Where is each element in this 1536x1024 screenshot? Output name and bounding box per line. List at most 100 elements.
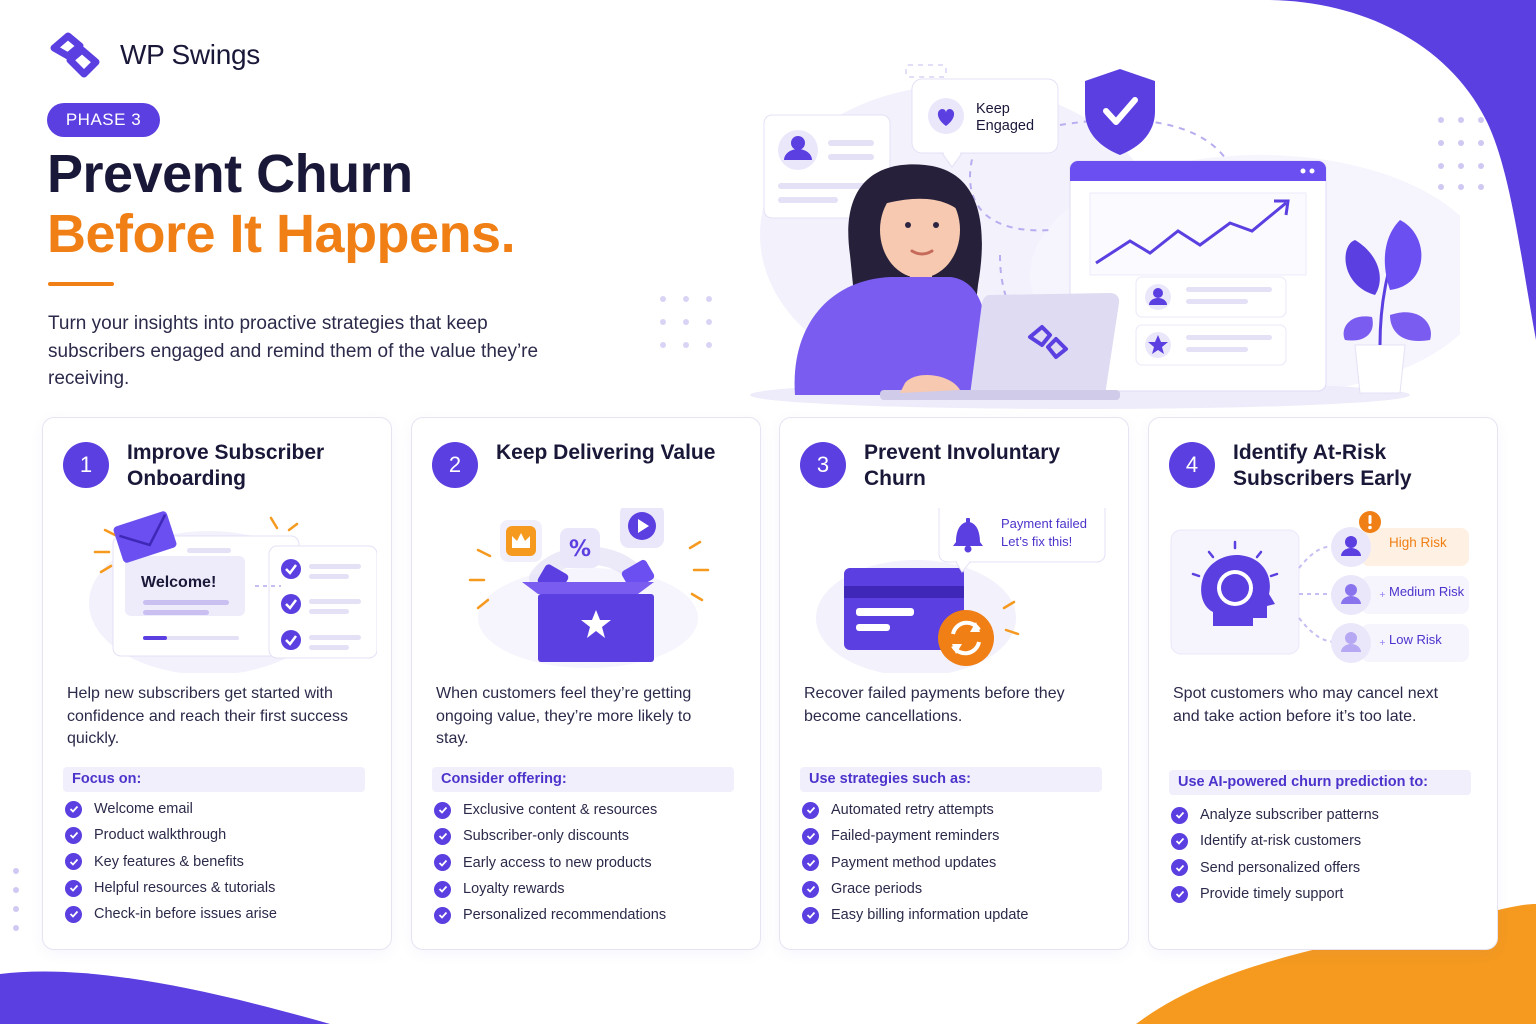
- card-description: When customers feel they’re getting ongo…: [436, 685, 692, 747]
- list-item: Easy billing information update: [802, 902, 1112, 928]
- list-item: Send personalized offers: [1171, 855, 1481, 881]
- alert-icon: [1359, 511, 1381, 533]
- list-item: Identify at-risk customers: [1171, 828, 1481, 854]
- check-icon: [65, 853, 82, 871]
- list-item: Early access to new products: [434, 850, 744, 876]
- crown-icon: [500, 520, 542, 562]
- list-item: Personalized recommendations: [434, 902, 744, 928]
- card-number: 3: [800, 442, 846, 488]
- check-icon: [1171, 859, 1188, 877]
- check-icon: [65, 879, 82, 897]
- list-item: Helpful resources & tutorials: [65, 875, 375, 901]
- payment-illustration: [816, 508, 1106, 673]
- card-section-label: Use AI-powered churn prediction to:: [1169, 770, 1471, 795]
- phase-badge: PHASE 3: [47, 103, 160, 137]
- strategy-card-at-risk: 4 Identify At-Risk Subscribers Early +: [1148, 417, 1498, 950]
- dot-grid-decoration: [660, 296, 712, 348]
- retry-icon: [938, 610, 994, 666]
- person-at-laptop: [794, 164, 987, 395]
- check-icon: [434, 827, 451, 845]
- check-icon: [802, 906, 819, 924]
- svg-text:+: +: [1379, 638, 1386, 647]
- top-right-wave-decoration: [1266, 0, 1536, 340]
- check-icon: [1171, 885, 1188, 903]
- shield-check-icon: [1085, 69, 1155, 155]
- strategy-card-involuntary-churn: 3 Prevent Involuntary Churn Paymen: [779, 417, 1129, 950]
- dot-grid-decoration: [1438, 117, 1484, 190]
- card-number: 4: [1169, 442, 1215, 488]
- svg-text:%: %: [569, 537, 591, 562]
- check-icon: [802, 880, 819, 898]
- check-icon: [65, 826, 82, 844]
- card-item-list: Exclusive content & resources Subscriber…: [434, 797, 744, 928]
- list-item: Provide timely support: [1171, 881, 1481, 907]
- check-icon: [802, 827, 819, 845]
- keep-engaged-label: Keep Engaged: [976, 101, 1035, 134]
- check-icon: [1171, 806, 1188, 824]
- hero-illustration: [750, 64, 1460, 409]
- check-icon: [434, 801, 451, 819]
- welcome-text: Welcome!: [141, 574, 217, 591]
- card-section-label: Focus on:: [63, 767, 365, 792]
- list-item: Automated retry attempts: [802, 797, 1112, 823]
- check-icon: [802, 801, 819, 819]
- gift-box-star-icon: [522, 582, 654, 662]
- card-item-list: Automated retry attempts Failed-payment …: [802, 797, 1112, 928]
- check-icon: [65, 905, 82, 923]
- page-title: Prevent Churn: [47, 144, 413, 204]
- card-description: Recover failed payments before they beco…: [804, 685, 1065, 725]
- card-section-label: Use strategies such as:: [800, 767, 1102, 792]
- bell-icon: [953, 518, 983, 553]
- list-item: Failed-payment reminders: [802, 823, 1112, 849]
- percent-icon: %: [560, 528, 600, 568]
- list-item: Loyalty rewards: [434, 876, 744, 902]
- envelope-icon: [113, 511, 177, 563]
- risk-illustration: + +: [1170, 511, 1469, 663]
- list-item: Key features & benefits: [65, 849, 375, 875]
- credit-card-icon: [844, 568, 964, 650]
- check-icon: [1171, 832, 1188, 850]
- dot-column-decoration: [13, 868, 19, 931]
- brand-name: WP Swings: [120, 39, 260, 70]
- title-underline: [48, 282, 114, 286]
- card-description: Help new subscribers get started with co…: [67, 685, 349, 747]
- check-icon: [434, 854, 451, 872]
- card-title: Prevent Involuntary Churn: [864, 441, 1061, 490]
- checklist-icon: [268, 545, 377, 659]
- list-item: Check-in before issues arise: [65, 901, 375, 927]
- list-item: Subscriber-only discounts: [434, 823, 744, 849]
- value-illustration: %: [468, 508, 710, 668]
- check-icon: [802, 854, 819, 872]
- keep-engaged-bubble: [911, 78, 1059, 168]
- list-item: Product walkthrough: [65, 822, 375, 848]
- list-item: Welcome email: [65, 796, 375, 822]
- risk-level-high: High Risk: [1389, 535, 1447, 550]
- plant-icon: [1343, 220, 1431, 394]
- bottom-left-wave-decoration: [0, 971, 330, 1024]
- ai-label: AI: [1228, 578, 1242, 594]
- risk-level-medium: Medium Risk: [1389, 584, 1465, 599]
- laptop-icon: [880, 293, 1120, 400]
- list-item: Exclusive content & resources: [434, 797, 744, 823]
- card-title: Improve Subscriber Onboarding: [127, 441, 325, 490]
- list-item: Payment method updates: [802, 850, 1112, 876]
- onboarding-illustration: [89, 511, 377, 673]
- dashboard-window: [1069, 160, 1327, 392]
- play-icon: [620, 508, 664, 548]
- card-number: 2: [432, 442, 478, 488]
- card-item-list: Welcome email Product walkthrough Key fe…: [65, 796, 375, 927]
- check-icon: [434, 880, 451, 898]
- ai-head-icon: [1201, 554, 1275, 626]
- list-item: Grace periods: [802, 876, 1112, 902]
- check-icon: [434, 906, 451, 924]
- check-icon: [65, 800, 82, 818]
- payment-alert-text: Payment failed Let’s fix this!: [1001, 516, 1087, 549]
- card-title: Identify At-Risk Subscribers Early: [1233, 441, 1412, 490]
- card-section-label: Consider offering:: [432, 767, 734, 792]
- svg-text:+: +: [1379, 590, 1386, 599]
- brand-logo[interactable]: WP Swings: [46, 30, 260, 80]
- strategy-card-value: 2 Keep Delivering Value % When customers…: [411, 417, 761, 950]
- wp-swings-logo-icon: [50, 32, 100, 78]
- card-number: 1: [63, 442, 109, 488]
- card-description: Spot customers who may cancel next and t…: [1173, 685, 1439, 725]
